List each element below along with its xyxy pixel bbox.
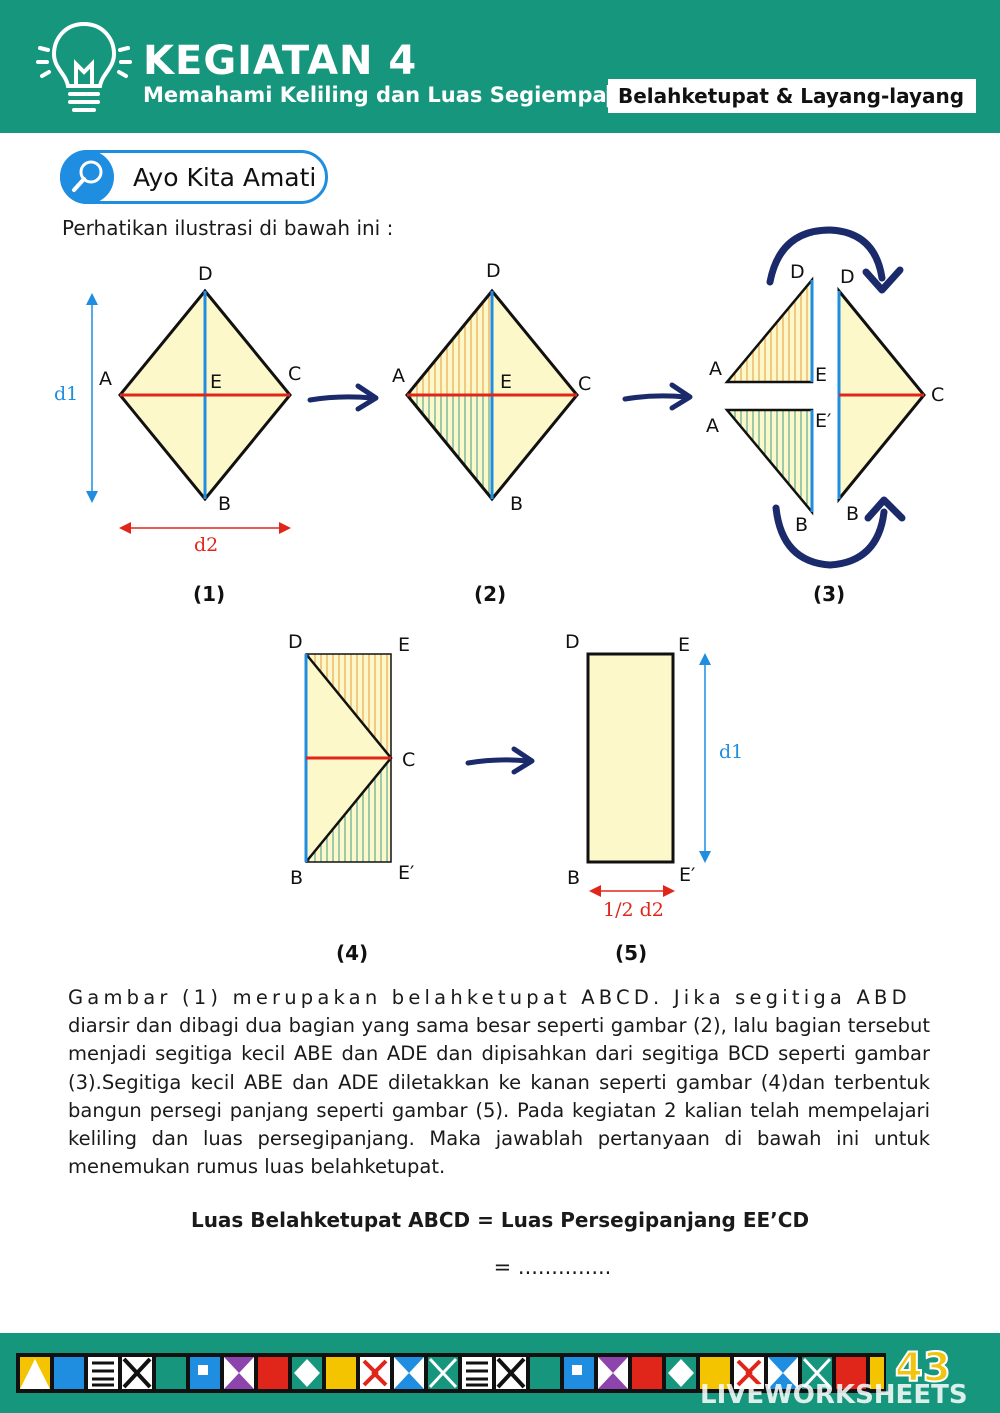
caption-3: (3) [813, 582, 845, 606]
label-D: D [198, 263, 213, 285]
figure-5-rectangle: D E B E′ d1 1/2 d2 (5) [565, 631, 743, 965]
label-E: E [398, 634, 410, 656]
label-B: B [510, 493, 523, 515]
label-D: D [288, 631, 303, 653]
figure-1-rhombus: D A E C B d1 d2 (1) [54, 263, 301, 606]
label-C: C [288, 363, 301, 385]
label-B: B [218, 493, 231, 515]
label-B: B [846, 503, 859, 525]
curved-arrow-icon [772, 504, 888, 569]
label-B: B [795, 514, 808, 536]
d2-label: d2 [194, 534, 218, 556]
paragraph-body: diarsir dan dibagi dua bagian yang sama … [68, 1014, 930, 1179]
label-A: A [99, 368, 112, 390]
figure-2-rhombus: D A E C B (2) [392, 260, 591, 606]
explanation-paragraph: Gambar (1) merupakan belahketupat ABCD. … [68, 984, 930, 1181]
label-B: B [290, 867, 303, 889]
label-A: A [392, 365, 405, 387]
section-label-text: Ayo Kita Amati [133, 163, 317, 192]
magnifier-icon [60, 150, 114, 204]
label-E-prime: E′ [398, 862, 414, 884]
caption-5: (5) [615, 941, 647, 965]
label-E: E [210, 371, 222, 393]
label-E: E [815, 364, 827, 386]
activity-subtitle: Memahami Keliling dan Luas Segiempat [143, 83, 617, 107]
label-D: D [840, 266, 855, 288]
lightbulb-icon [36, 21, 132, 112]
rhombus-illustration: D A E C B d1 d2 (1) D A E C B (2) [54, 226, 944, 965]
formula-text: Luas Belahketupat ABCD = Luas Persegipan… [190, 1208, 810, 1232]
arrow-right-icon [307, 394, 375, 403]
caption-2: (2) [474, 582, 506, 606]
decorative-pattern-strip [16, 1353, 886, 1393]
intro-text: Perhatikan ilustrasi di bawah ini : [62, 216, 394, 240]
d1-label: d1 [54, 383, 78, 405]
page-number: 43 [894, 1344, 952, 1392]
half-d2-label: 1/2 d2 [603, 899, 664, 921]
label-E: E [678, 634, 690, 656]
arrow-right-icon [465, 757, 531, 766]
paragraph-line-1: Gambar (1) merupakan belahketupat ABCD. … [68, 986, 911, 1009]
curved-arrow-icon [766, 226, 886, 286]
label-A: A [709, 358, 722, 380]
caption-1: (1) [193, 582, 225, 606]
arrow-right-icon [622, 393, 689, 402]
label-C: C [578, 373, 591, 395]
label-D: D [790, 261, 805, 283]
watermark: LIVEWORKSHEETS [700, 1380, 968, 1410]
label-C: C [402, 749, 415, 771]
label-D: D [565, 631, 580, 653]
section-label: Ayo Kita Amati [60, 150, 328, 204]
figure-4-rearranged: D E C B E′ (4) [288, 631, 415, 965]
label-D: D [486, 260, 501, 282]
topic-badge: Belahketupat & Layang-layang [608, 79, 977, 113]
answer-blank[interactable]: = .............. [493, 1255, 612, 1279]
d1-label: d1 [719, 741, 743, 763]
label-A: A [706, 415, 719, 437]
activity-title: KEGIATAN 4 [143, 38, 418, 84]
label-B: B [567, 867, 580, 889]
label-C: C [931, 384, 944, 406]
label-E-prime: E′ [679, 864, 695, 886]
header-separator: | [604, 83, 611, 108]
label-E: E [500, 371, 512, 393]
label-E-prime: E′ [815, 410, 831, 432]
caption-4: (4) [336, 941, 368, 965]
figure-3-separated-triangles: D D A E C A E′ B B (3) [706, 226, 944, 606]
